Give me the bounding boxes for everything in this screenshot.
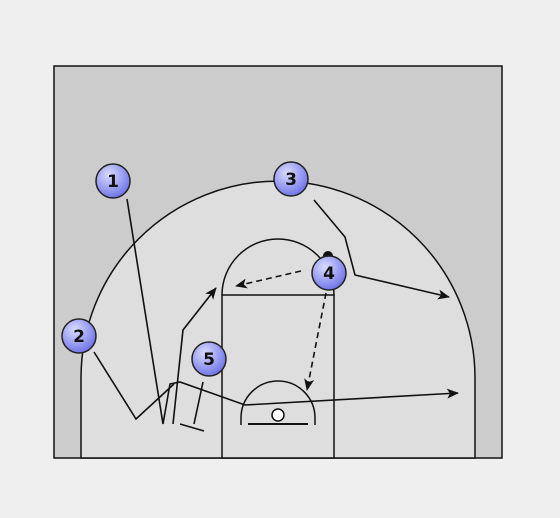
cut-line-player-3 — [313, 199, 450, 300]
player-1-marker — [95, 163, 131, 199]
rim — [271, 408, 285, 422]
cut-line-player-1 — [126, 198, 459, 425]
player-3-label: 3 — [285, 170, 297, 190]
player-4: 4 — [311, 255, 347, 291]
player-2: 2 — [61, 318, 97, 354]
player-4-marker — [311, 255, 347, 291]
pass-line-4-to-low-post — [304, 292, 327, 391]
player-3-marker — [273, 161, 309, 197]
player-5: 5 — [191, 341, 227, 377]
player-1: 1 — [95, 163, 131, 199]
restricted-arc — [240, 380, 316, 425]
lane — [221, 294, 335, 459]
player-1-label: 1 — [107, 172, 119, 192]
player-4-label: 4 — [323, 264, 335, 284]
player-2-marker — [61, 318, 97, 354]
screen-bar-player-5 — [179, 423, 205, 432]
player-5-label: 5 — [203, 350, 215, 370]
player-3: 3 — [273, 161, 309, 197]
pass-line-4-to-high-post — [235, 270, 302, 289]
cut-line-player-5 — [172, 287, 217, 425]
screen-line-player-5 — [193, 381, 204, 425]
player-5-marker — [191, 341, 227, 377]
player-2-label: 2 — [73, 327, 85, 347]
cut-line-player-2 — [93, 351, 175, 421]
